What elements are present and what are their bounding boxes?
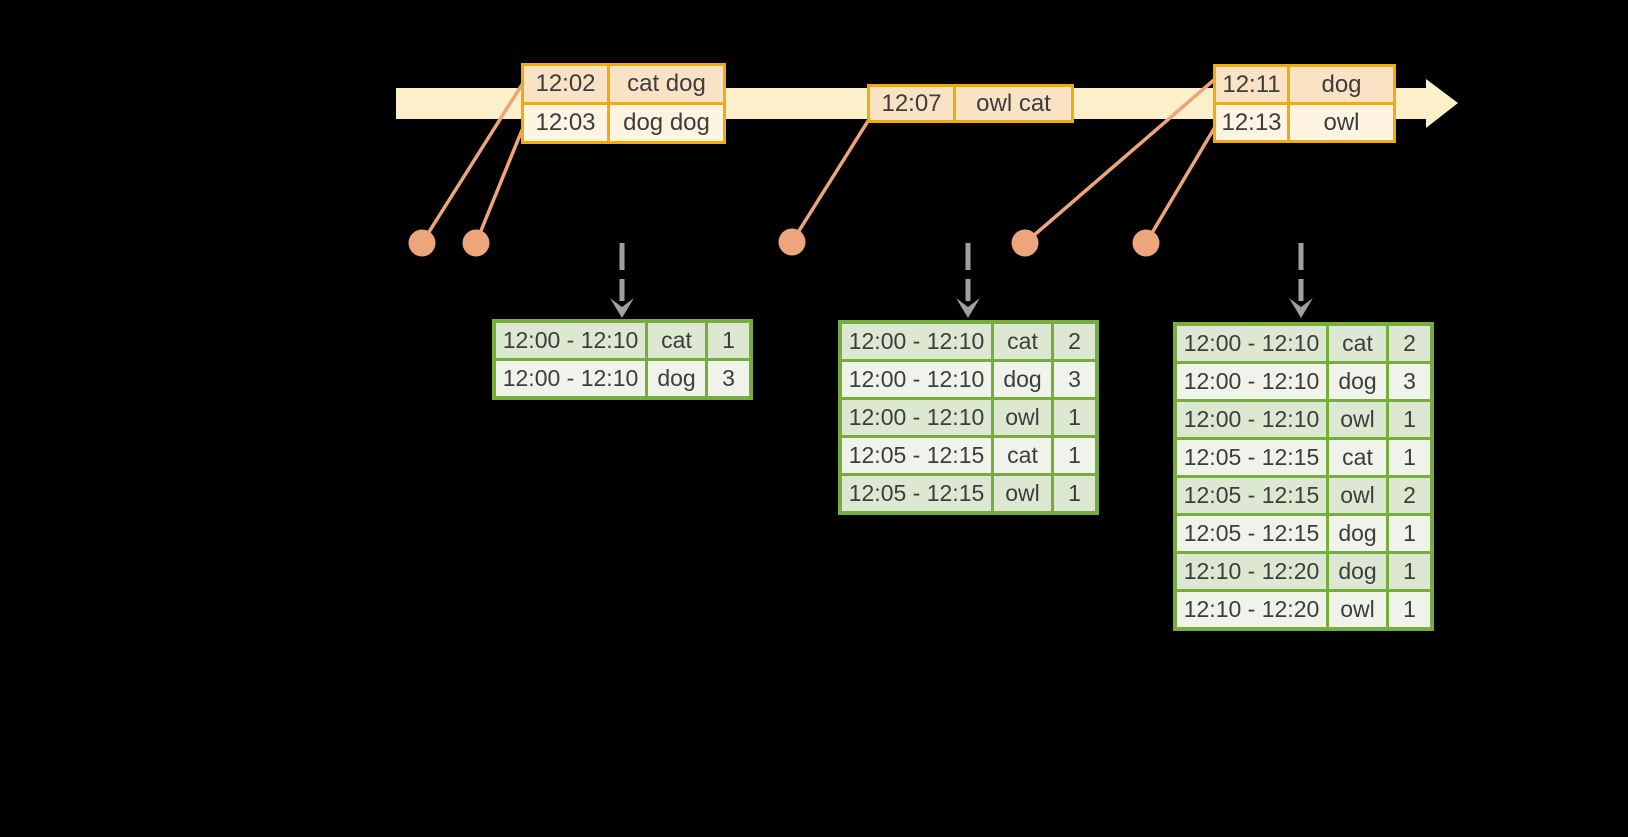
- trigger-arrows: [619, 243, 1304, 301]
- event-dot: [1132, 229, 1160, 257]
- event-dot: [1011, 229, 1039, 257]
- count-cell: 1: [705, 319, 753, 361]
- count-cell: 2: [1051, 320, 1099, 362]
- event-time-cell: 12:02: [521, 63, 610, 105]
- window-cell: 12:00 - 12:10: [838, 320, 994, 362]
- result-row: 12:05 - 12:15 owl 2: [1173, 475, 1434, 516]
- count-cell: 1: [1386, 589, 1434, 631]
- result-table-3: 12:00 - 12:10 cat 2 12:00 - 12:10 dog 3 …: [1173, 322, 1434, 631]
- window-cell: 12:05 - 12:15: [1173, 437, 1329, 478]
- count-cell: 1: [1386, 399, 1434, 440]
- word-cell: owl: [1326, 399, 1389, 440]
- result-row: 12:00 - 12:10 cat 1: [492, 319, 753, 361]
- count-cell: 1: [1386, 437, 1434, 478]
- window-cell: 12:00 - 12:10: [838, 397, 994, 438]
- trigger-arrowheads: [610, 298, 1313, 318]
- word-cell: dog: [991, 359, 1054, 400]
- connector-line: [474, 128, 524, 245]
- result-table-2: 12:00 - 12:10 cat 2 12:00 - 12:10 dog 3 …: [838, 320, 1099, 515]
- word-cell: dog: [645, 358, 708, 400]
- word-cell: owl: [1326, 475, 1389, 516]
- window-cell: 12:00 - 12:10: [492, 319, 648, 361]
- event-dots: [408, 228, 1160, 257]
- count-cell: 3: [705, 358, 753, 400]
- word-cell: dog: [1326, 551, 1389, 592]
- event-words-cell: dog: [1287, 64, 1396, 105]
- event-row: 12:03 dog dog: [521, 102, 726, 144]
- connector-line: [420, 81, 525, 245]
- count-cell: 1: [1386, 513, 1434, 554]
- result-row: 12:00 - 12:10 owl 1: [838, 397, 1099, 438]
- dashed-down-arrow-icon: [1289, 298, 1313, 318]
- right-arrow-icon: [1426, 79, 1458, 128]
- event-dot: [778, 228, 806, 256]
- result-row: 12:00 - 12:10 cat 2: [838, 320, 1099, 362]
- window-cell: 12:05 - 12:15: [838, 435, 994, 476]
- event-dot: [408, 229, 436, 257]
- count-cell: 2: [1386, 475, 1434, 516]
- result-row: 12:00 - 12:10 dog 3: [1173, 361, 1434, 402]
- event-row: 12:11 dog: [1213, 64, 1396, 105]
- window-cell: 12:00 - 12:10: [1173, 361, 1329, 402]
- event-table-3: 12:11 dog 12:13 owl: [1213, 64, 1396, 143]
- event-time-cell: 12:13: [1213, 102, 1290, 143]
- result-row: 12:00 - 12:10 dog 3: [492, 358, 753, 400]
- result-row: 12:10 - 12:20 dog 1: [1173, 551, 1434, 592]
- window-cell: 12:10 - 12:20: [1173, 589, 1329, 631]
- window-cell: 12:10 - 12:20: [1173, 551, 1329, 592]
- result-row: 12:05 - 12:15 dog 1: [1173, 513, 1434, 554]
- result-row: 12:05 - 12:15 owl 1: [838, 473, 1099, 515]
- word-cell: cat: [991, 320, 1054, 362]
- window-cell: 12:00 - 12:10: [838, 359, 994, 400]
- result-row: 12:00 - 12:10 cat 2: [1173, 322, 1434, 364]
- word-cell: cat: [1326, 437, 1389, 478]
- result-row: 12:00 - 12:10 owl 1: [1173, 399, 1434, 440]
- event-time-cell: 12:11: [1213, 64, 1290, 105]
- connector-line: [790, 119, 870, 244]
- count-cell: 3: [1051, 359, 1099, 400]
- word-cell: cat: [645, 319, 708, 361]
- event-row: 12:07 owl cat: [867, 84, 1074, 123]
- event-words-cell: dog dog: [607, 102, 726, 144]
- count-cell: 3: [1386, 361, 1434, 402]
- window-cell: 12:05 - 12:15: [1173, 513, 1329, 554]
- word-cell: cat: [1326, 322, 1389, 364]
- result-row: 12:00 - 12:10 dog 3: [838, 359, 1099, 400]
- window-cell: 12:00 - 12:10: [1173, 399, 1329, 440]
- count-cell: 1: [1386, 551, 1434, 592]
- connector-line: [1023, 77, 1217, 245]
- window-cell: 12:05 - 12:15: [838, 473, 994, 515]
- result-row: 12:10 - 12:20 owl 1: [1173, 589, 1434, 631]
- result-table-1: 12:00 - 12:10 cat 1 12:00 - 12:10 dog 3: [492, 319, 753, 400]
- dashed-down-arrow-icon: [610, 298, 634, 318]
- event-words-cell: owl: [1287, 102, 1396, 143]
- connector-lines: [420, 77, 1217, 245]
- count-cell: 2: [1386, 322, 1434, 364]
- count-cell: 1: [1051, 435, 1099, 476]
- event-time-cell: 12:07: [867, 84, 956, 123]
- dashed-down-arrow-icon: [956, 298, 980, 318]
- event-table-2: 12:07 owl cat: [867, 84, 1074, 123]
- word-cell: owl: [991, 397, 1054, 438]
- result-row: 12:05 - 12:15 cat 1: [838, 435, 1099, 476]
- word-cell: owl: [991, 473, 1054, 515]
- result-row: 12:05 - 12:15 cat 1: [1173, 437, 1434, 478]
- window-cell: 12:05 - 12:15: [1173, 475, 1329, 516]
- event-words-cell: owl cat: [953, 84, 1074, 123]
- word-cell: cat: [991, 435, 1054, 476]
- event-row: 12:13 owl: [1213, 102, 1396, 143]
- event-table-1: 12:02 cat dog 12:03 dog dog: [521, 63, 726, 144]
- connector-line: [1144, 125, 1217, 245]
- window-cell: 12:00 - 12:10: [1173, 322, 1329, 364]
- word-cell: dog: [1326, 513, 1389, 554]
- window-cell: 12:00 - 12:10: [492, 358, 648, 400]
- count-cell: 1: [1051, 473, 1099, 515]
- word-cell: owl: [1326, 589, 1389, 631]
- count-cell: 1: [1051, 397, 1099, 438]
- event-time-cell: 12:03: [521, 102, 610, 144]
- event-words-cell: cat dog: [607, 63, 726, 105]
- event-dot: [462, 229, 490, 257]
- word-cell: dog: [1326, 361, 1389, 402]
- event-row: 12:02 cat dog: [521, 63, 726, 105]
